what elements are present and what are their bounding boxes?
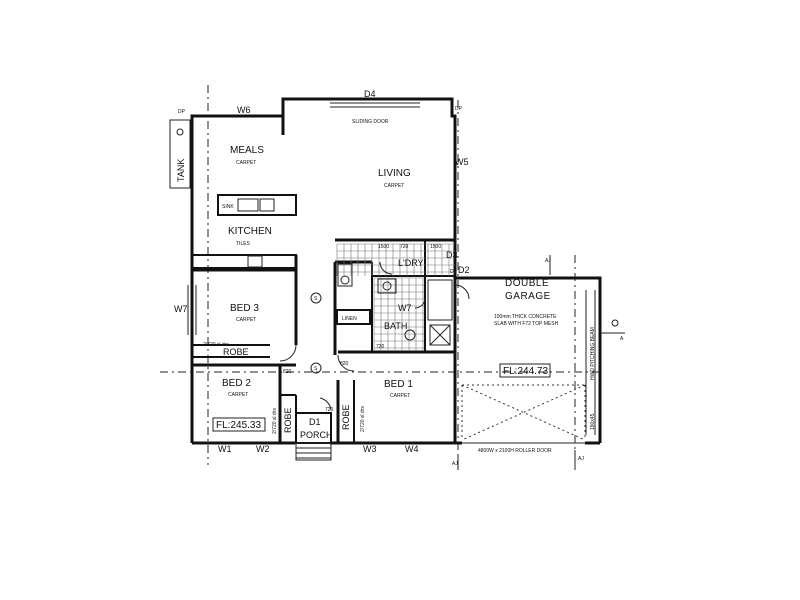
- smoke-detector-icon: [310, 362, 322, 374]
- sink-label: SINK: [222, 204, 234, 210]
- door-d1: D1: [309, 417, 321, 427]
- garage-label-2: GARAGE: [505, 291, 551, 302]
- wet-area-tiles: [336, 243, 455, 350]
- room-linen: LINEN: [342, 316, 357, 322]
- water-tank: TANK: [169, 119, 191, 189]
- door-d2: D2: [458, 265, 470, 275]
- porch-steps: [295, 442, 332, 461]
- window-w1: W1: [218, 444, 232, 454]
- room-robe-bed1: ROBE: [341, 404, 351, 430]
- smoke-marker-1: S: [314, 296, 318, 302]
- beam-size-label: 190x45: [590, 413, 596, 430]
- door-swings: [279, 261, 470, 411]
- pitching-beam-label: HWD PITCHING BEAM: [590, 327, 596, 380]
- window-w4: W4: [405, 444, 419, 454]
- bed3-finish: CARPET: [236, 317, 256, 323]
- room-bed1: BED 1: [384, 379, 413, 390]
- robe-shelves-2: 2/720 sl drs: [272, 408, 278, 434]
- slab-note-1: 100mm THICK CONCRETE: [494, 314, 557, 320]
- living-finish: CARPET: [384, 183, 404, 189]
- room-meals: MEALS: [230, 145, 264, 156]
- garage-floor-level: FL:244.73: [503, 366, 548, 377]
- downpipe-label-2: DP: [455, 106, 463, 112]
- aj-marker-1: AJ: [545, 258, 551, 264]
- window-w3: W3: [363, 444, 377, 454]
- fixtures: [337, 263, 453, 346]
- dim-label: 820: [283, 369, 292, 375]
- robe-shelves-3: 2/720 sl drs: [360, 406, 366, 432]
- smoke-marker-2: S: [314, 366, 318, 372]
- window-w2: W2: [256, 444, 270, 454]
- roller-door-label: 4800W x 2100H ROLLER DOOR: [478, 448, 552, 454]
- aj-marker-2: AJ: [452, 461, 458, 467]
- bed2-finish: CARPET: [228, 392, 248, 398]
- dim-label: 720: [325, 407, 334, 413]
- door-d4: D4: [364, 89, 376, 99]
- garage-label-1: DOUBLE: [505, 278, 549, 289]
- dim-label: 720: [400, 244, 409, 250]
- room-bed2: BED 2: [222, 378, 251, 389]
- bed1-finish: CARPET: [390, 393, 410, 399]
- window-w6: W6: [237, 105, 251, 115]
- slab-note-2: SLAB WITH F72 TOP MESH: [494, 321, 559, 327]
- room-bath: BATH: [384, 321, 407, 331]
- window-w5: W5: [455, 157, 469, 167]
- internal-walls: [192, 116, 455, 444]
- sliding-door-label: SLIDING DOOR: [352, 119, 389, 125]
- dim-label: 1500: [378, 244, 389, 250]
- room-bed3: BED 3: [230, 303, 259, 314]
- room-porch: PORCH: [300, 430, 333, 440]
- smoke-detector-icon: [310, 292, 322, 304]
- house-level-box: [212, 417, 266, 432]
- garage-walls: [455, 276, 602, 445]
- tank-label: TANK: [176, 159, 186, 182]
- house-walls: [187, 97, 457, 445]
- meals-finish: CARPET: [236, 160, 256, 166]
- house-floor-level: FL:245.33: [216, 420, 261, 431]
- setout-lines: [160, 85, 600, 465]
- section-a-marker: A: [620, 336, 624, 342]
- dim-label: 1500: [430, 244, 441, 250]
- room-robe-bed3: ROBE: [223, 347, 249, 357]
- aj-marker-3: AJ: [578, 456, 584, 462]
- kitchen-finish: TILES: [236, 241, 251, 247]
- room-robe-bed2: ROBE: [283, 407, 293, 433]
- robe-shelves-1: 2/720 sl drs: [203, 342, 229, 348]
- window-w7-left: W7: [174, 304, 188, 314]
- downpipe-label-1: DP: [178, 109, 186, 115]
- window-w7-bath: W7: [398, 303, 412, 313]
- dim-label: 820: [340, 361, 349, 367]
- door-d3: D3: [446, 250, 458, 260]
- sliding-door-d4: [330, 102, 420, 108]
- dim-label: 720: [376, 344, 385, 350]
- room-laundry: L'DRY: [398, 258, 424, 268]
- section-markers: [457, 255, 625, 470]
- room-living: LIVING: [378, 168, 411, 179]
- room-kitchen: KITCHEN: [228, 226, 272, 237]
